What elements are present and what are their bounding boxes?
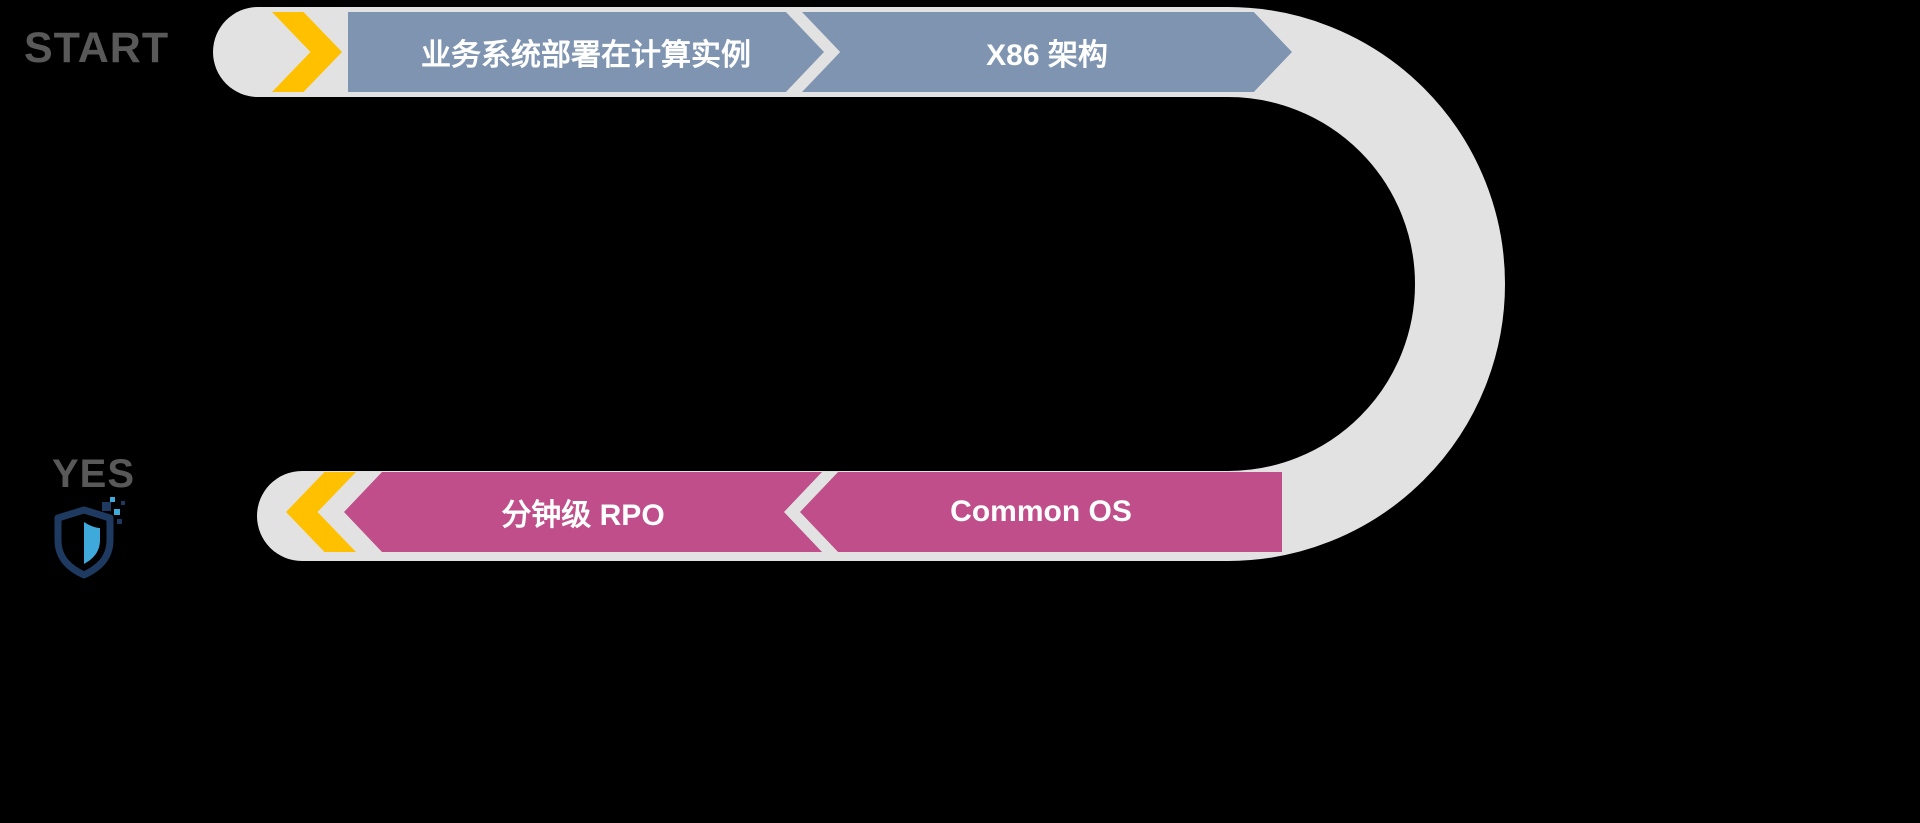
yes-label: YES	[52, 452, 136, 496]
shield-accent	[84, 522, 100, 564]
data-protection-shield-icon	[54, 497, 125, 579]
step-arrow-compute-instance: 业务系统部署在计算实例	[348, 12, 824, 92]
pixel-square	[102, 502, 111, 511]
pixel-square	[121, 501, 125, 505]
pixel-square	[110, 497, 115, 502]
step-arrow-label: 分钟级 RPO	[501, 499, 665, 532]
shield-outline	[54, 506, 114, 579]
u-flow-band-path	[213, 6, 1505, 561]
step-arrow-label: Common OS	[950, 495, 1132, 528]
step-arrow-minute-rpo: 分钟级 RPO	[344, 472, 822, 552]
step-arrow-x86-architecture: X86 架构	[802, 12, 1292, 92]
step-arrow-label: X86 架构	[986, 39, 1108, 72]
start-label: START	[24, 24, 170, 72]
step-arrow-common-os: Common OS	[800, 472, 1282, 552]
pixel-square	[117, 519, 122, 524]
pixel-square	[114, 509, 120, 515]
step-arrow-label: 业务系统部署在计算实例	[421, 39, 751, 72]
